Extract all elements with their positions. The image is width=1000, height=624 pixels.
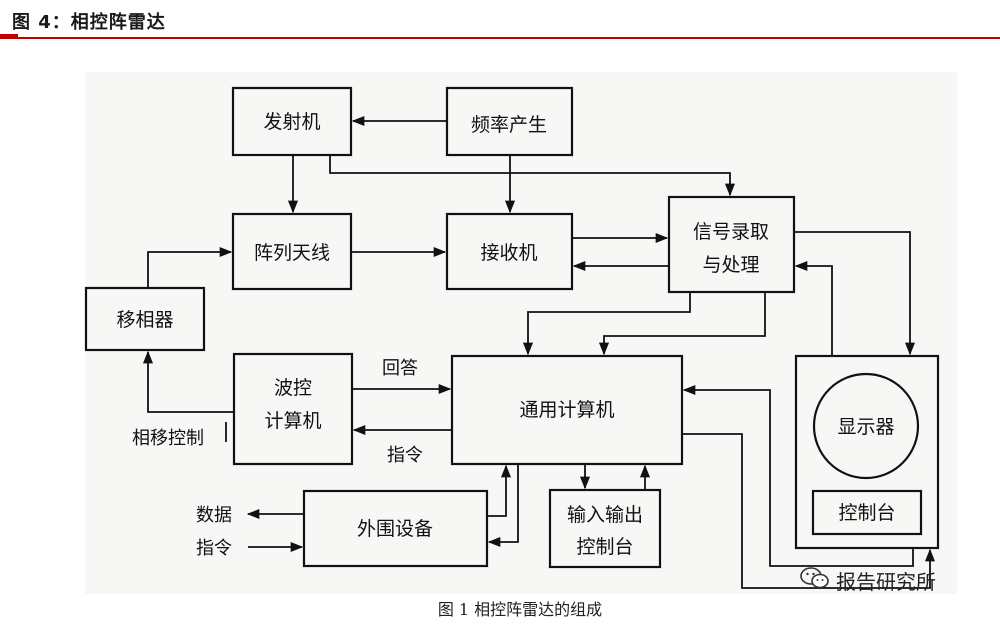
edge-label-command: 指令 [387,445,423,466]
node-io-console-label-1: 输入输出 [567,504,643,526]
header-accent [0,34,18,38]
edge-peripheral-to-computer [487,464,512,517]
node-signal-proc-box [667,195,796,294]
node-array-antenna-label: 阵列天线 [254,242,330,264]
node-io-console-box [548,488,662,569]
edge-computer-to-console [682,433,936,589]
edge-label-reply: 回答 [382,358,418,379]
edge-phase-to-antenna [147,246,233,288]
header-rule [0,37,1000,39]
node-receiver-label: 接收机 [480,242,537,264]
node-general-computer-label: 通用计算机 [519,399,614,421]
edge-label-command-in: 指令 [196,538,232,559]
edge-signal-to-display [794,231,916,356]
node-signal-proc-label-2: 与处理 [702,254,759,276]
edge-signal-to-computer-b [598,292,766,356]
node-io-console-label-2: 控制台 [576,536,633,558]
edge-beam-to-phase [142,350,234,413]
node-peripheral-box [302,489,489,568]
edge-label-data-out: 数据 [196,505,232,526]
node-beam-ctrl-label-2: 计算机 [264,410,321,432]
node-beam-ctrl-label-1: 波控 [274,377,312,399]
edge-computer-to-peripheral [487,464,519,548]
node-phase-shifter-box [84,286,206,352]
node-display-frame [794,354,940,550]
figure-background [85,72,957,594]
watermark-text: 报告研究所 [836,570,936,594]
page-title: 图 4：相控阵雷达 [12,12,166,33]
node-phase-shifter-label: 移相器 [116,309,173,331]
node-console-box [811,489,923,536]
node-display-label: 显示器 [837,416,894,438]
node-signal-proc-label-1: 信号录取 [693,221,769,243]
edge-signal-to-computer-a [522,292,691,356]
edge-display-to-signal [794,260,833,356]
node-receiver-box [445,212,574,291]
node-console-label: 控制台 [838,502,895,524]
edge-label-phase-control: 相移控制 [132,428,204,449]
node-beam-ctrl-box [232,352,354,466]
wechat-icon [800,566,830,595]
node-transmitter-box [231,86,353,157]
edge-transmitter-to-signal [329,155,736,197]
edge-console-to-computer [682,384,914,567]
node-general-computer-box [450,354,684,466]
node-transmitter-label: 发射机 [263,111,320,133]
node-freq-gen-label: 频率产生 [471,114,547,136]
figure-caption: 图 1 相控阵雷达的组成 [438,600,602,619]
watermark: 报告研究所 [800,566,936,595]
node-display-circle [812,372,920,480]
node-peripheral-label: 外围设备 [357,518,433,540]
